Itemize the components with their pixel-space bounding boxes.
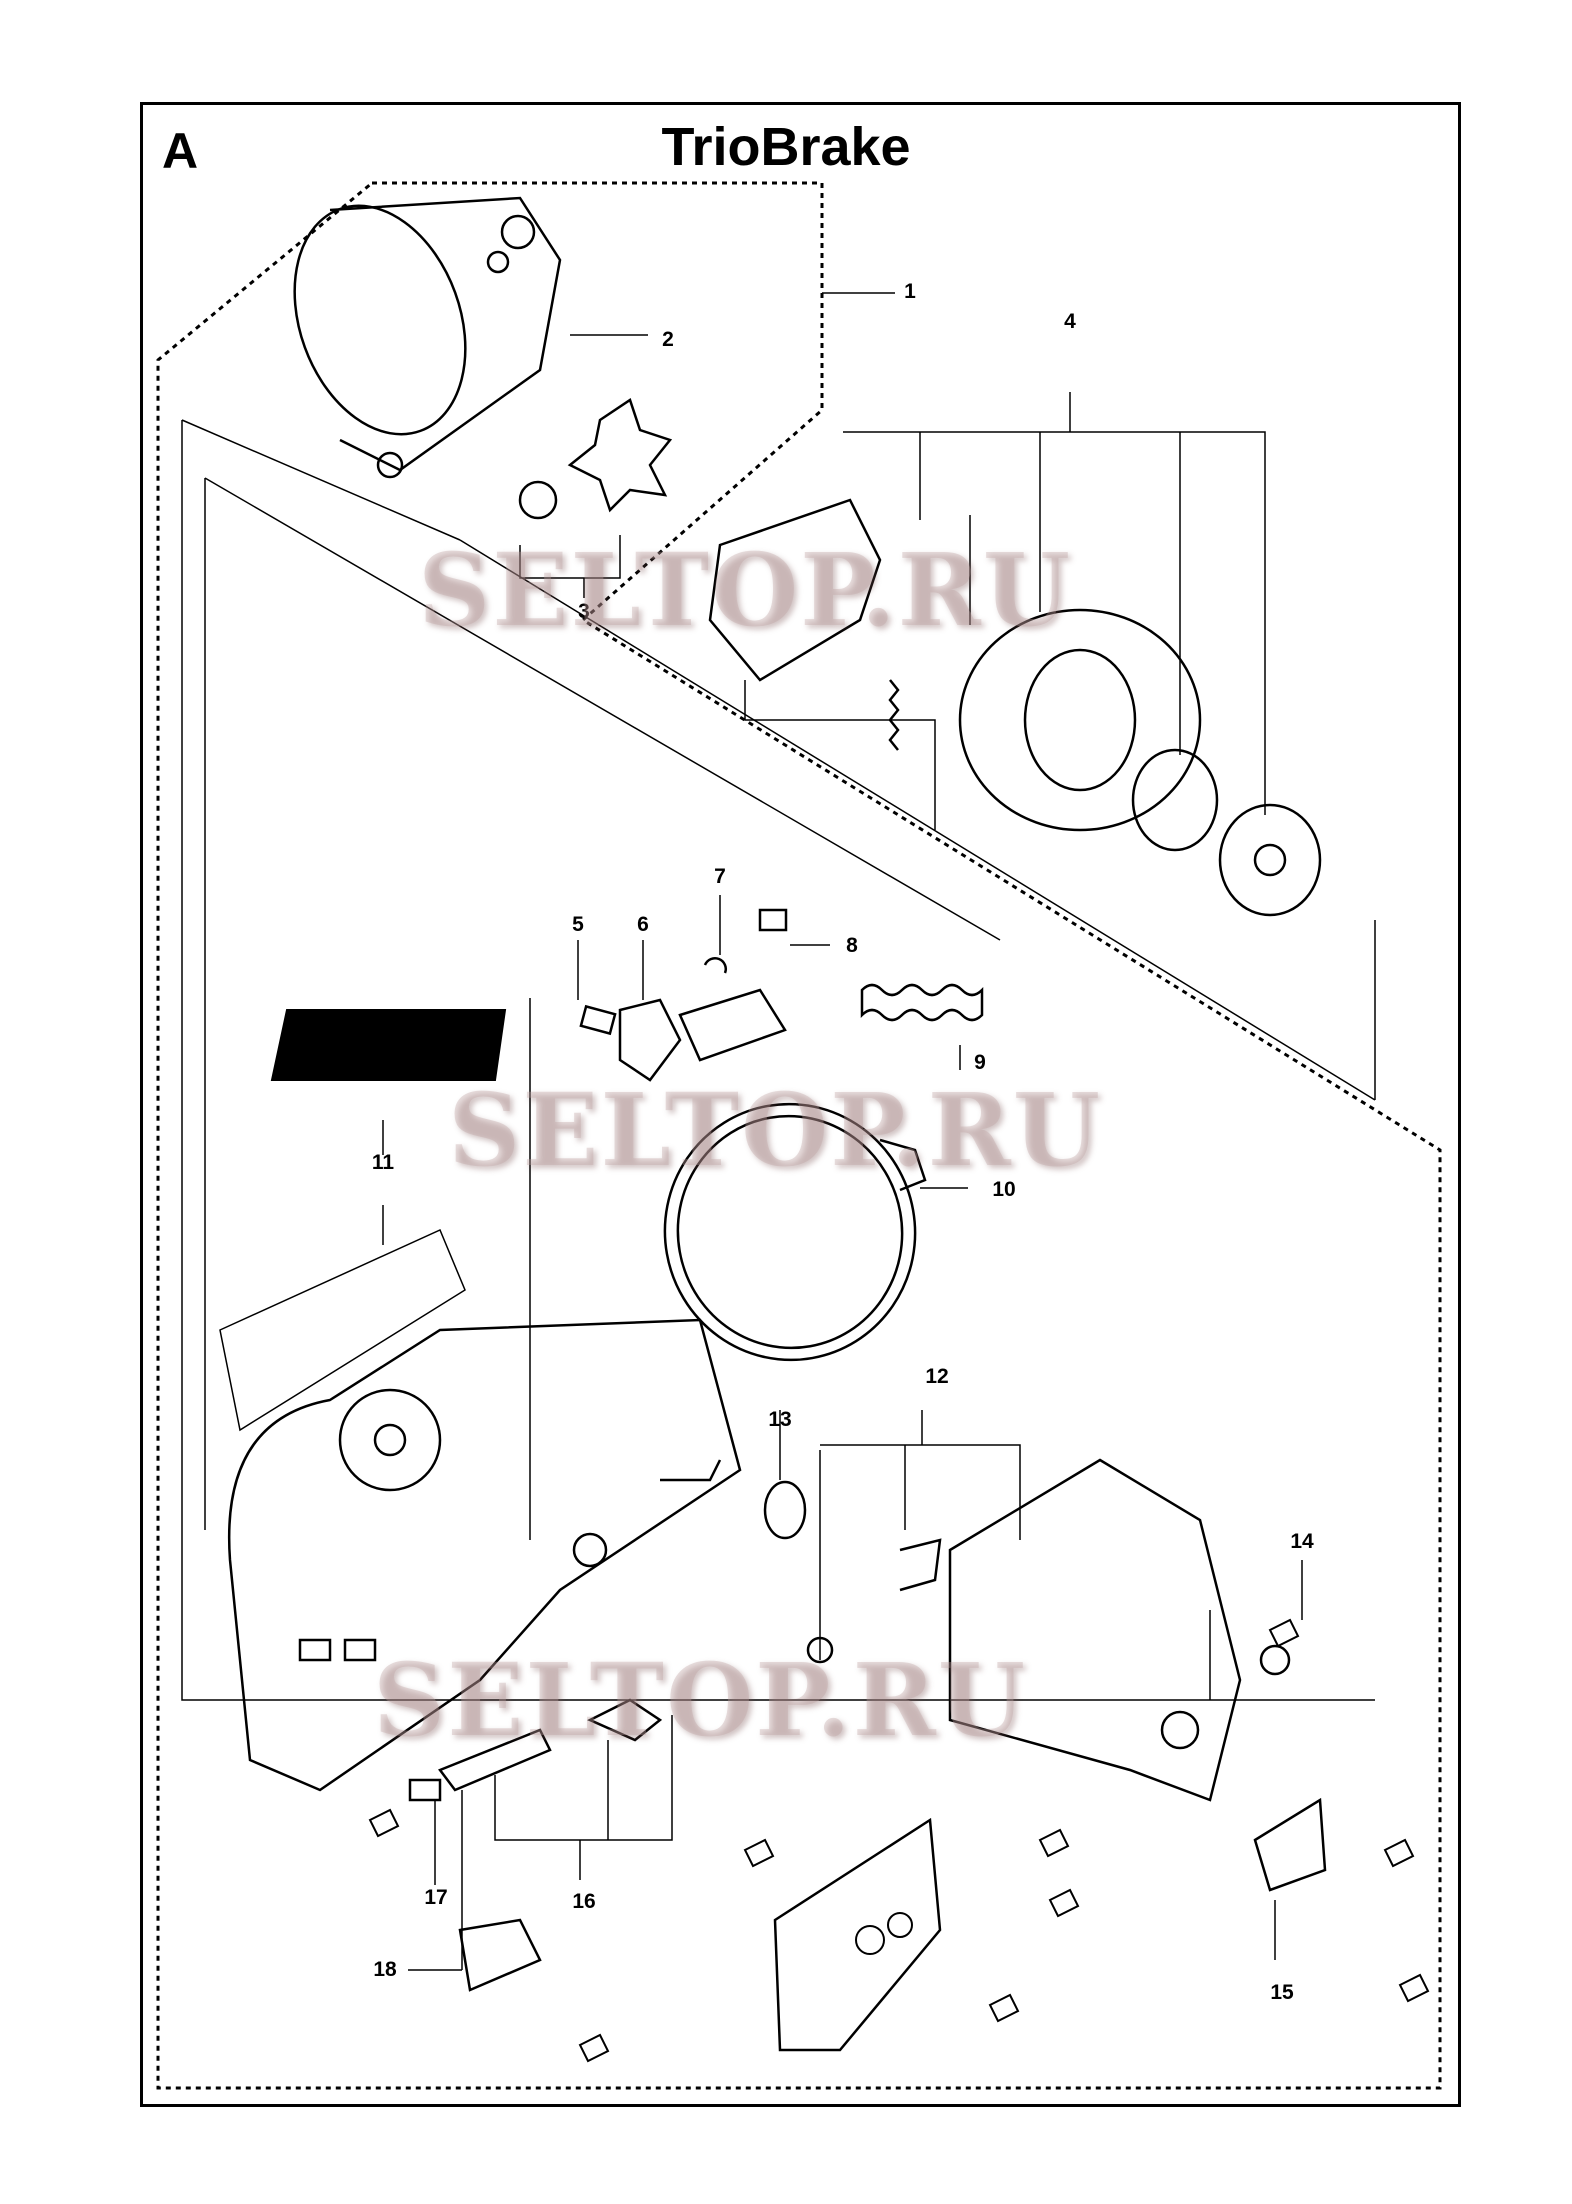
- right-side-parts: [763, 1458, 1327, 1892]
- callout-11: 11: [371, 1151, 395, 1174]
- blank-label: [219, 1228, 466, 1432]
- page-title: TrioBrake: [661, 117, 911, 177]
- watermark-middle: SELTOP.RU: [448, 1071, 1102, 1189]
- callout-16: 16: [572, 1890, 596, 1913]
- cover-part: [293, 196, 562, 479]
- callout-18: 18: [373, 1958, 397, 1981]
- bottom-left-parts: [408, 1698, 663, 1992]
- lever-group: [579, 908, 984, 1082]
- callout-6: 6: [637, 913, 649, 936]
- watermark-bottom: SELTOP.RU: [373, 1641, 1027, 1759]
- guide-plate: [773, 1817, 942, 2052]
- brake-band: [663, 1102, 927, 1362]
- diagram-frame: [140, 102, 1461, 2107]
- screws: [368, 1618, 1430, 2063]
- callout-15: 15: [1270, 1981, 1294, 2004]
- callout-2: 2: [662, 328, 674, 351]
- callout-13: 13: [768, 1408, 792, 1431]
- callout-10: 10: [992, 1178, 1016, 1201]
- callout-9: 9: [974, 1051, 986, 1074]
- watermark-top: SELTOP.RU: [418, 531, 1072, 649]
- black-label: [270, 1009, 507, 1081]
- clutch-cover: [227, 1318, 742, 1792]
- dotted-group-outline: [156, 181, 1442, 2090]
- callout-17: 17: [424, 1886, 448, 1909]
- callout-12: 12: [925, 1365, 949, 1388]
- callout-7: 7: [714, 865, 726, 888]
- callout-1: 1: [904, 280, 916, 303]
- outline-panel-back: [181, 420, 1375, 1701]
- callout-8: 8: [846, 934, 858, 957]
- leader-lines: [408, 292, 1303, 1971]
- callout-14: 14: [1290, 1530, 1314, 1553]
- section-letter: A: [162, 123, 199, 179]
- brake-assembly: [708, 498, 1322, 917]
- callout-5: 5: [572, 913, 584, 936]
- star-wheel: [518, 398, 673, 520]
- callout-4: 4: [1064, 310, 1076, 333]
- callout-3: 3: [578, 600, 590, 623]
